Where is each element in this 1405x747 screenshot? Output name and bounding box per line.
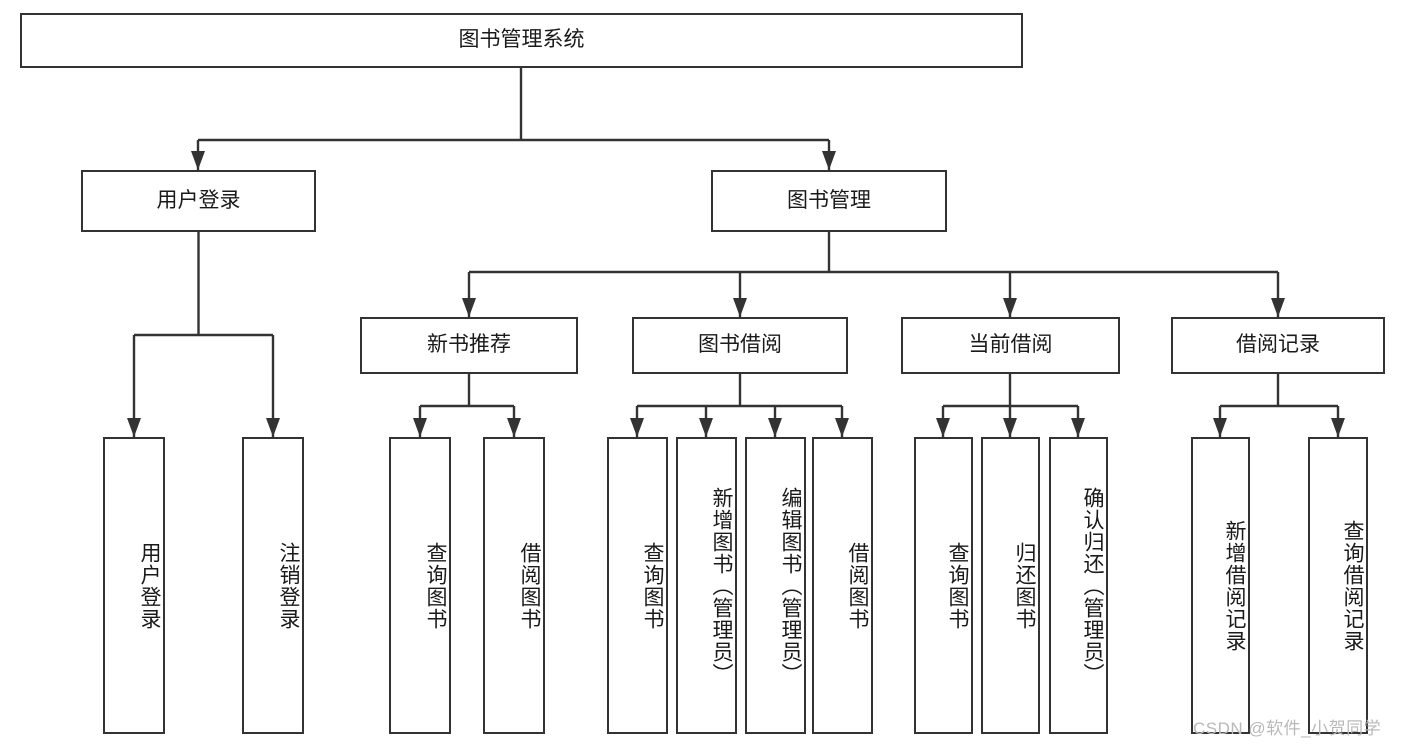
node-leaf-query-book-recommend[interactable]: 查询图书 xyxy=(389,437,451,734)
node-label: 当前借阅 xyxy=(968,333,1053,357)
node-label: 图书管理系统 xyxy=(458,28,585,52)
node-label: 图书管理 xyxy=(787,188,871,212)
node-leaf-add-borrow-record[interactable]: 新增借阅记录 xyxy=(1191,437,1250,734)
node-book-borrow[interactable]: 图书借阅 xyxy=(632,317,848,374)
csdn-watermark: CSDN @软件_小贺同学 xyxy=(1193,719,1382,738)
node-label: 图书借阅 xyxy=(698,333,782,357)
node-label: 用户登录 xyxy=(156,188,241,212)
node-book-manage[interactable]: 图书管理 xyxy=(711,170,947,232)
node-leaf-confirm-return-admin[interactable]: 确认归还（管理员） xyxy=(1049,437,1108,734)
node-label: 注销登录 xyxy=(277,541,300,630)
node-root-system[interactable]: 图书管理系统 xyxy=(20,13,1023,68)
node-new-book-recommend[interactable]: 新书推荐 xyxy=(360,317,578,374)
node-label: 借阅记录 xyxy=(1236,333,1320,357)
node-leaf-borrow-book-recommend[interactable]: 借阅图书 xyxy=(483,437,545,734)
node-user-login[interactable]: 用户登录 xyxy=(81,170,316,232)
node-label: 查询图书 xyxy=(946,541,969,630)
node-leaf-query-borrow-record[interactable]: 查询借阅记录 xyxy=(1308,437,1368,734)
node-leaf-logout-login[interactable]: 注销登录 xyxy=(242,437,304,734)
node-label: 确认归还（管理员） xyxy=(1081,486,1104,685)
node-leaf-query-book-current[interactable]: 查询图书 xyxy=(914,437,973,734)
node-label: 借阅图书 xyxy=(846,541,869,630)
node-label: 编辑图书（管理员） xyxy=(779,486,802,685)
node-label: 借阅图书 xyxy=(518,541,541,630)
node-label: 归还图书 xyxy=(1013,541,1036,630)
node-leaf-query-book-borrow[interactable]: 查询图书 xyxy=(607,437,668,734)
node-leaf-add-book-admin[interactable]: 新增图书（管理员） xyxy=(676,437,737,734)
node-borrow-record[interactable]: 借阅记录 xyxy=(1171,317,1385,374)
node-label: 新增图书（管理员） xyxy=(710,486,733,685)
node-leaf-borrow-book[interactable]: 借阅图书 xyxy=(812,437,873,734)
node-label: 查询图书 xyxy=(424,541,447,630)
node-label: 查询图书 xyxy=(641,541,664,630)
node-leaf-edit-book-admin[interactable]: 编辑图书（管理员） xyxy=(745,437,806,734)
node-leaf-return-book[interactable]: 归还图书 xyxy=(981,437,1040,734)
node-current-borrow[interactable]: 当前借阅 xyxy=(901,317,1120,374)
node-leaf-user-login[interactable]: 用户登录 xyxy=(103,437,165,734)
node-label: 用户登录 xyxy=(138,541,161,630)
node-label: 新增借阅记录 xyxy=(1223,519,1246,652)
node-label: 新书推荐 xyxy=(427,333,511,357)
node-label: 查询借阅记录 xyxy=(1341,519,1364,652)
